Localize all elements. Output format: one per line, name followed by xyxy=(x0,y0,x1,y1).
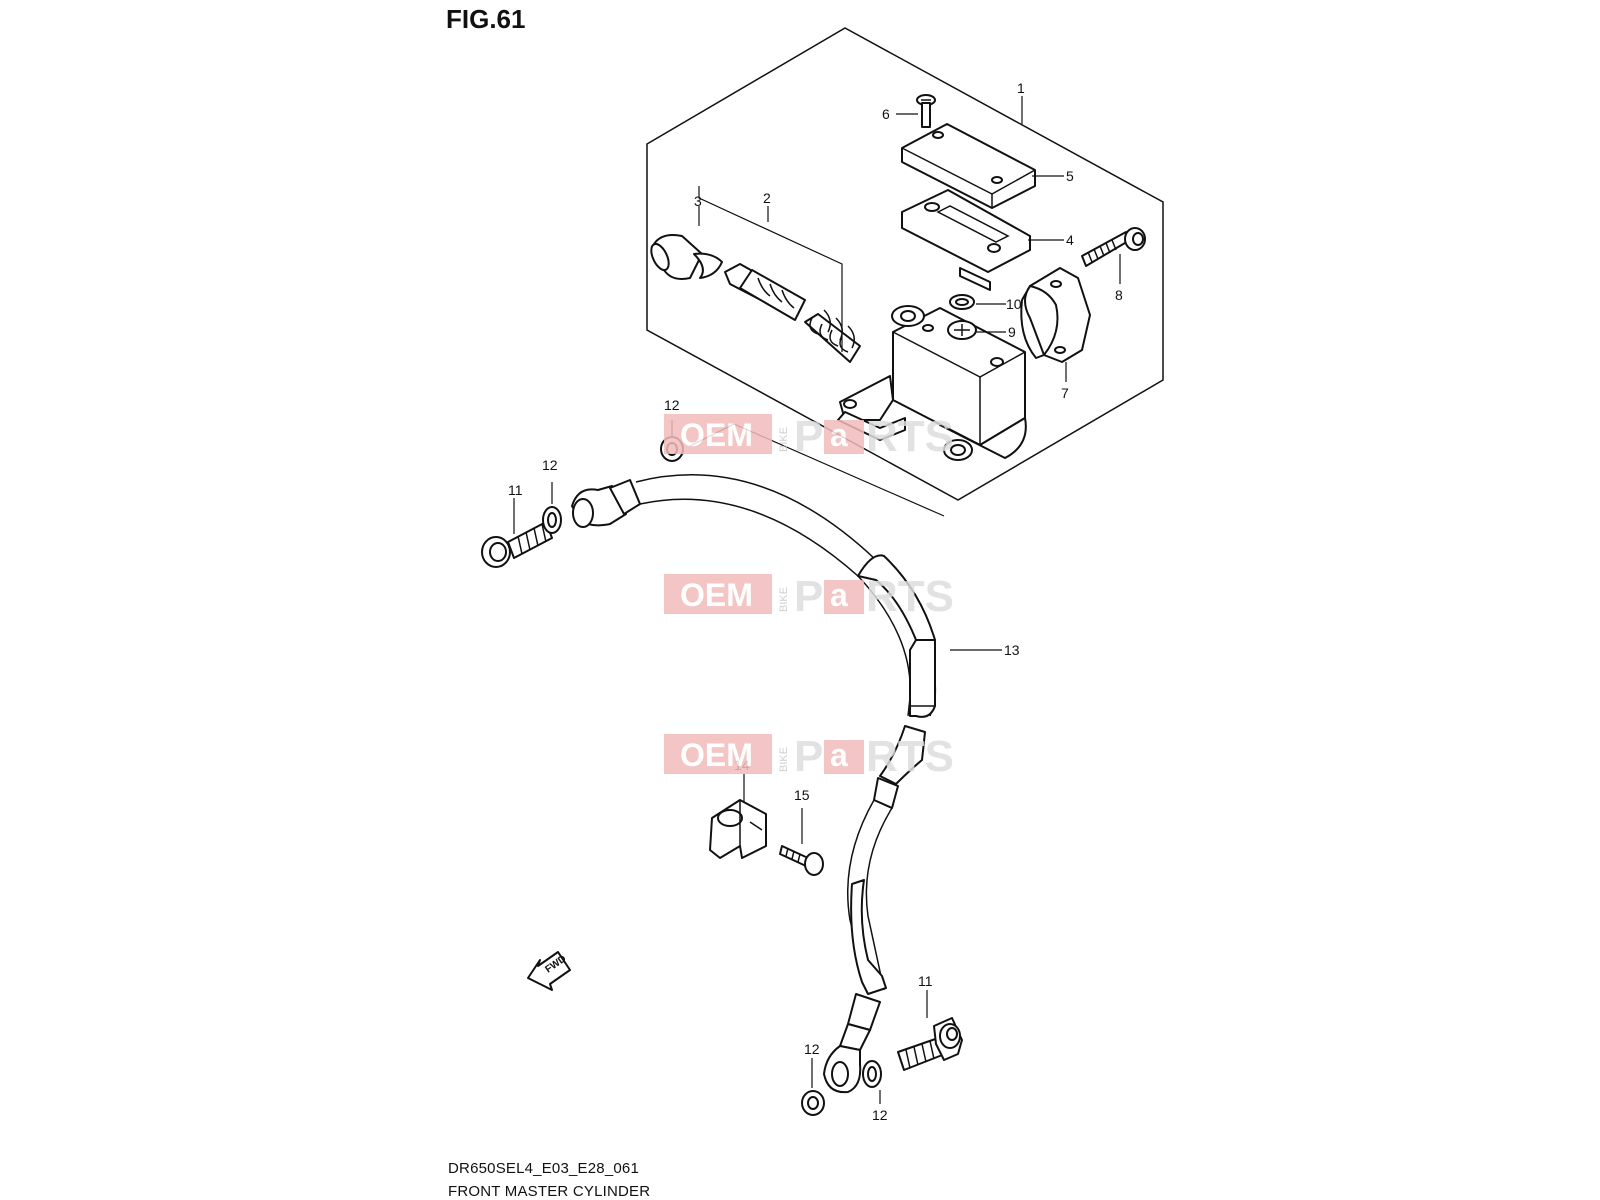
diagram-code: DR650SEL4_E03_E28_061 xyxy=(448,1160,640,1177)
callout-5: 5 xyxy=(1066,168,1074,184)
reservoir-cap xyxy=(901,123,1036,209)
union-bolt-lower xyxy=(897,1017,963,1071)
clamp-screw xyxy=(779,845,824,876)
assembly-box-outline xyxy=(646,27,1164,501)
callout-6: 6 xyxy=(882,106,890,122)
washer-upper-left xyxy=(542,506,562,534)
watermark-bike: BIKE xyxy=(778,747,790,772)
callout-numbers: 1 2 3 4 5 6 7 8 9 10 11 12 12 13 14 15 1… xyxy=(508,80,1123,1123)
plug xyxy=(947,320,977,340)
master-cylinder-body xyxy=(837,305,1027,461)
fwd-arrow-icon: FWD xyxy=(527,951,571,991)
callout-4: 4 xyxy=(1066,232,1074,248)
brake-hose xyxy=(571,474,937,1094)
piston-set xyxy=(724,263,861,363)
callout-9: 9 xyxy=(1008,324,1016,340)
diagram-name: FRONT MASTER CYLINDER xyxy=(448,1183,651,1200)
washer-lower-left xyxy=(801,1090,825,1116)
callout-7: 7 xyxy=(1061,385,1069,401)
callout-15: 15 xyxy=(794,787,810,803)
watermark-p: P xyxy=(794,572,823,621)
callout-10: 10 xyxy=(1006,296,1022,312)
callout-8: 8 xyxy=(1115,287,1123,303)
watermark-a: a xyxy=(830,737,848,773)
watermark-a: a xyxy=(830,417,848,453)
watermark-p: P xyxy=(794,732,823,781)
holder-bolt xyxy=(1081,227,1146,267)
watermark-oem: OEM xyxy=(680,417,753,453)
callout-1: 1 xyxy=(1017,80,1025,96)
callout-11-upper: 11 xyxy=(508,482,523,498)
watermark-bike: BIKE xyxy=(778,427,790,452)
figure-title: FIG.61 xyxy=(446,4,526,34)
watermark-bike: BIKE xyxy=(778,587,790,612)
piston-boot xyxy=(650,234,723,280)
callout-12-lower-left: 12 xyxy=(804,1041,820,1057)
watermark-rts: RTS xyxy=(866,572,954,621)
watermark-1: OEM BIKE P a RTS xyxy=(664,412,954,461)
callout-2: 2 xyxy=(763,190,771,206)
watermark-rts: RTS xyxy=(866,732,954,781)
callout-12-lower-right: 12 xyxy=(872,1107,888,1123)
watermark-2: OEM BIKE P a RTS xyxy=(664,572,954,621)
watermark-a: a xyxy=(830,577,848,613)
handlebar-holder xyxy=(1020,267,1091,363)
washer-lower-right xyxy=(862,1060,882,1088)
callout-3: 3 xyxy=(694,193,702,209)
hose-clamp xyxy=(709,799,767,859)
cap-screw xyxy=(916,94,936,128)
union-bolt-upper xyxy=(481,521,553,568)
watermark-p: P xyxy=(794,412,823,461)
fitting-washer xyxy=(949,294,975,310)
callout-12-upper: 12 xyxy=(664,397,680,413)
watermark-3: OEM BIKE P a RTS xyxy=(664,732,954,781)
watermark-rts: RTS xyxy=(866,412,954,461)
callout-11-lower: 11 xyxy=(918,973,933,989)
watermark-oem: OEM xyxy=(680,577,753,613)
watermark-oem: OEM xyxy=(680,737,753,773)
callout-12-upper-left: 12 xyxy=(542,457,558,473)
diaphragm xyxy=(901,189,1031,291)
callout-13: 13 xyxy=(1004,642,1020,658)
